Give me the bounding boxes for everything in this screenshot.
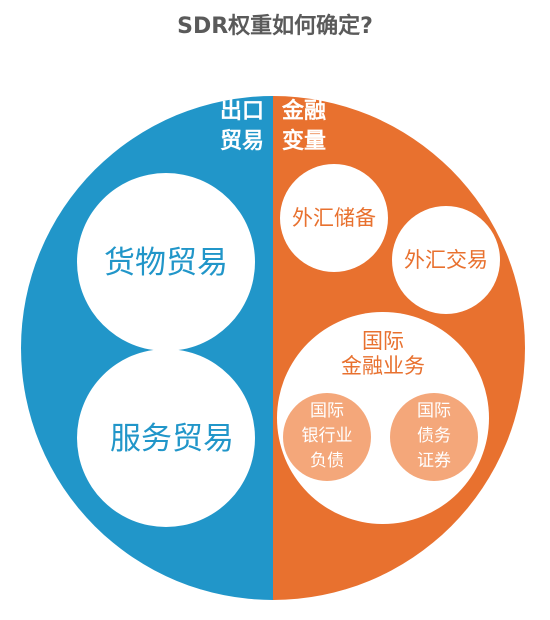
intl-bank-liabilities-circle bbox=[283, 393, 371, 481]
services-trade-label: 服务贸易 bbox=[110, 421, 234, 457]
intl-debt-securities-line2: 债务 bbox=[417, 426, 451, 446]
fx-trading-label: 外汇交易 bbox=[404, 248, 488, 272]
intl-bank-liabilities-line2: 银行业 bbox=[302, 426, 353, 446]
export-trade-heading-line2: 贸易 bbox=[220, 129, 264, 154]
financial-variables-heading-line1: 金融 bbox=[281, 98, 326, 124]
goods-trade-circle bbox=[77, 173, 255, 351]
goods-trade-label: 货物贸易 bbox=[104, 245, 228, 281]
fx-reserves-circle bbox=[280, 164, 388, 272]
fx-reserves-label: 外汇储备 bbox=[292, 206, 376, 230]
intl-debt-securities-line3: 证券 bbox=[417, 451, 451, 471]
intl-bank-liabilities-line3: 负债 bbox=[310, 451, 344, 471]
fx-trading-circle bbox=[392, 206, 500, 314]
intl-debt-securities-line1: 国际 bbox=[417, 401, 451, 421]
international-finance-label-line1: 国际 bbox=[362, 329, 404, 353]
intl-debt-securities-circle bbox=[390, 393, 478, 481]
services-trade-circle bbox=[77, 349, 255, 527]
intl-bank-liabilities-line1: 国际 bbox=[310, 401, 344, 421]
export-trade-heading-line1: 出口 bbox=[220, 99, 264, 124]
financial-variables-heading-line2: 变量 bbox=[282, 128, 326, 154]
diagram-title: SDR权重如何确定? bbox=[177, 13, 373, 39]
international-finance-label-line2: 金融业务 bbox=[341, 354, 425, 378]
